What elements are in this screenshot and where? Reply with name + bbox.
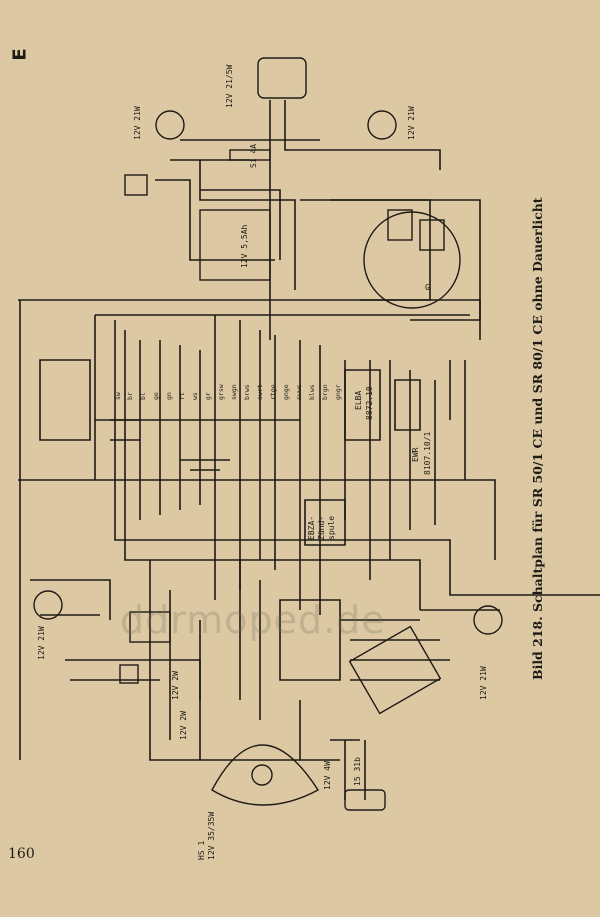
handlebar-switch [348, 625, 442, 715]
wire-tag: gngr [334, 384, 342, 400]
headlamp-housing [211, 744, 319, 806]
label-battery: 12V 5,5Ah [240, 224, 249, 268]
lamp-top-left [155, 110, 185, 140]
main-lamp [251, 764, 273, 786]
figure-caption: Bild 218. Schaltplan für SR 50/1 CE und … [530, 197, 545, 680]
lamp-bottom-right [473, 605, 503, 635]
wire-tag: ws [191, 392, 199, 400]
label-lamp-bottom-right: 12V 21W [479, 666, 488, 700]
label-coil-3: spule [327, 516, 336, 540]
wire-tag: grsw [217, 384, 225, 400]
label-front-lamp-2: 12V 2W [179, 711, 188, 740]
label-generator: G [425, 283, 430, 292]
label-coil-2: Zünd- [317, 516, 326, 540]
switch-block [129, 611, 171, 643]
label-lamp-top-left: 12V 21W [133, 106, 142, 140]
label-small-lamp: 12V 4W [323, 761, 332, 790]
generator-coil-2 [419, 219, 445, 251]
label-fuse: Si 4A [249, 144, 258, 168]
wire-tag: blws [308, 384, 316, 400]
watermark: ddrmoped.de [120, 598, 386, 642]
wire-tag: gr [204, 392, 212, 400]
label-lamp-bottom-left: 12V 21W [37, 626, 46, 660]
wire-tag: gn [165, 392, 173, 400]
wire-tag: bl [139, 392, 147, 400]
switch-small [119, 664, 139, 684]
label-elba-number: 8872.10 [365, 386, 374, 420]
horn [344, 789, 386, 811]
battery [199, 209, 271, 281]
wire-tag: swws [295, 384, 303, 400]
wire-tag: gnge [282, 384, 290, 400]
label-lamp-top-right: 12V 21W [407, 106, 416, 140]
label-ewr-number: 8107.10/1 [423, 431, 432, 475]
wire-tag: sw [114, 392, 122, 400]
wire-tag: brws [243, 384, 251, 400]
wire-tag: rt [178, 392, 186, 400]
label-main-lamp: 12V 35/35W [207, 812, 216, 860]
wire-tag: br [126, 392, 134, 400]
page-number: 160 [8, 846, 35, 862]
label-horn: 15 31b [353, 757, 362, 786]
label-front-lamp-1: 12V 2W [171, 671, 180, 700]
wire-tag: swrt [256, 384, 264, 400]
label-ewr: EWR [411, 447, 420, 462]
label-elba: ELBA [354, 391, 363, 410]
wire-tag: swgn [230, 384, 238, 400]
relay-box [124, 174, 148, 196]
wire-tag: brgn [321, 384, 329, 400]
lamp-bottom-left [33, 590, 63, 620]
wire-tag: rtge [269, 384, 277, 400]
fuse [229, 149, 271, 161]
wire-tag: ge [152, 392, 160, 400]
lamp-top-right [367, 110, 397, 140]
lamp-top-center [257, 57, 307, 99]
generator-coil-1 [387, 209, 413, 241]
label-coil-1: EBZA- [307, 516, 316, 540]
label-lamp-top-center: 12V 21/5W [225, 64, 234, 108]
wire-tags: sw br bl ge gn rt ws gr grsw swgn brws s… [114, 384, 342, 400]
label-hs: HS 1 [197, 841, 206, 860]
